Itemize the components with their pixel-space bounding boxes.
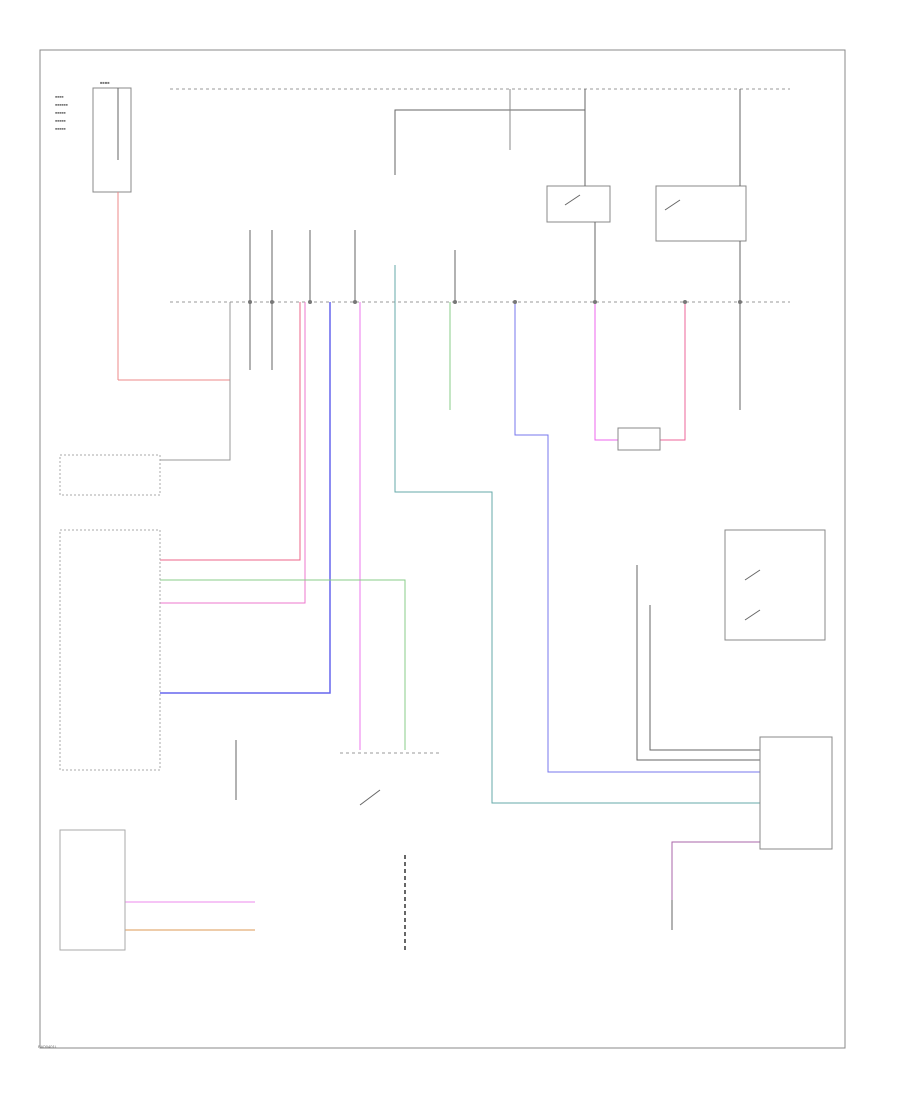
wire-green-1 — [160, 579, 406, 750]
bus-terminals — [248, 300, 742, 304]
wire-pink-4 — [660, 302, 686, 441]
module-box-right — [759, 736, 833, 850]
svg-text:■■■■: ■■■■ — [55, 95, 63, 99]
left-fuse-box: ■■■■ ■■■■■■■■■■ ■■■■■■■■■■ ■■■■■ — [55, 80, 132, 193]
switch-right-1 — [744, 569, 761, 581]
svg-text:■■■■: ■■■■ — [100, 80, 110, 85]
svg-text:■■■■■: ■■■■■ — [55, 127, 66, 131]
switch-center — [359, 789, 381, 806]
feed-a — [394, 89, 586, 175]
svg-text:■■■■■: ■■■■■ — [55, 119, 66, 123]
diagram-code: F4O0401L — [38, 1044, 57, 1049]
relay-box-2 — [655, 185, 747, 242]
svg-text:■■■■■: ■■■■■ — [55, 111, 66, 115]
switch-right-2 — [744, 609, 761, 621]
switch-box-right — [724, 529, 826, 641]
bus-drops — [249, 222, 741, 410]
wire-gray-right — [636, 565, 760, 761]
diagram-border — [39, 49, 846, 1049]
module-box-left-lower — [59, 829, 126, 951]
svg-text:■■■■■■: ■■■■■■ — [55, 103, 68, 107]
wire-gray-1 — [160, 302, 231, 461]
relay-mid — [617, 427, 661, 451]
relay-box-1 — [546, 185, 611, 223]
wire-gray-right-2 — [649, 605, 760, 751]
wire-purple-1 — [671, 841, 760, 900]
wire-blue-2 — [514, 302, 760, 773]
wire-pink-3 — [594, 302, 618, 441]
module-box-left-main — [59, 529, 161, 771]
wire-pink-1 — [160, 302, 306, 604]
wire-teal-1 — [394, 265, 760, 804]
module-box-left-upper — [59, 454, 161, 496]
wire-blue-1 — [160, 302, 331, 694]
wire-red-1 — [160, 302, 301, 561]
